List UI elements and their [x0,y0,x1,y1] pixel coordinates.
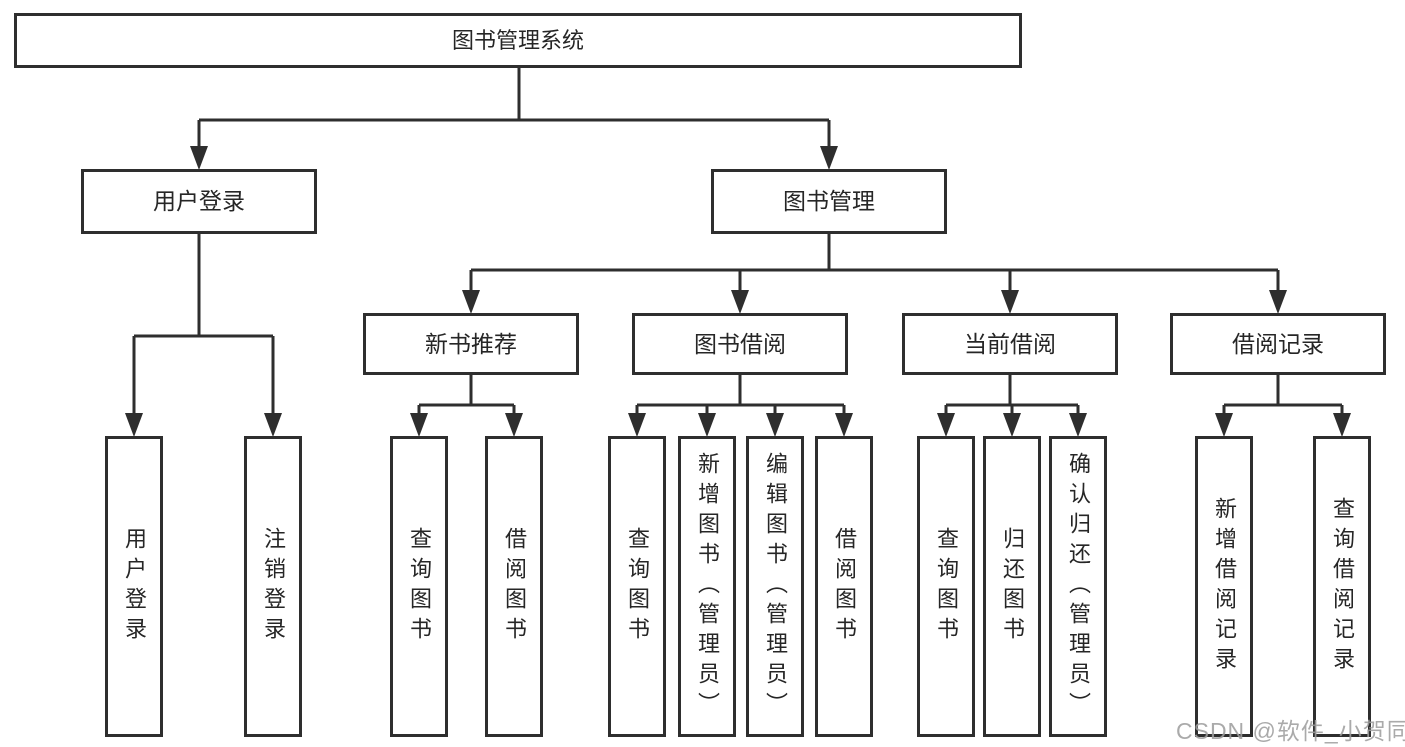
leaf-query-books-current: 查询图书 [917,436,975,737]
node-library-system: 图书管理系统 [14,13,1022,68]
arrowhead [835,413,853,437]
node-label: 查询图书 [407,526,432,647]
node-label: 借阅图书 [832,526,857,647]
node-label: 归还图书 [1000,526,1025,647]
node-label: 新书推荐 [425,330,517,357]
arrowhead [1333,413,1351,437]
leaf-borrow-books-borrow: 借阅图书 [815,436,873,737]
node-label: 查询借阅记录 [1330,496,1355,677]
node-label: 用户登录 [153,188,245,214]
node-user-login: 用户登录 [81,169,317,234]
arrowhead [820,146,838,170]
node-borrow-records: 借阅记录 [1170,313,1386,375]
leaf-borrow-books-recommend: 借阅图书 [485,436,543,737]
leaf-query-borrow-record: 查询借阅记录 [1313,436,1371,737]
leaf-query-books-borrow: 查询图书 [608,436,666,737]
leaf-add-book-admin: 新增图书（管理员） [678,436,736,737]
node-label: 图书借阅 [694,330,786,357]
node-label: 图书管理系统 [451,27,584,53]
leaf-query-books-recommend: 查询图书 [390,436,448,737]
leaf-return-books: 归还图书 [983,436,1041,737]
arrowhead [1215,413,1233,437]
node-label: 借阅图书 [502,526,527,647]
node-label: 新增图书（管理员） [695,451,720,722]
node-label: 图书管理 [783,188,875,214]
node-label: 编辑图书（管理员） [763,451,788,722]
arrowhead [410,413,428,437]
node-label: 查询图书 [625,526,650,647]
node-label: 确认归还（管理员） [1066,451,1091,722]
arrowhead [1003,413,1021,437]
arrowhead [628,413,646,437]
leaf-confirm-return-admin: 确认归还（管理员） [1049,436,1107,737]
node-new-book-recommend: 新书推荐 [363,313,579,375]
arrowhead [731,290,749,314]
node-current-borrow: 当前借阅 [902,313,1118,375]
node-book-borrow: 图书借阅 [632,313,848,375]
leaf-edit-book-admin: 编辑图书（管理员） [746,436,804,737]
arrowhead [698,413,716,437]
arrowhead [1001,290,1019,314]
csdn-watermark: CSDN @软件_小贺同学 [1176,718,1405,744]
node-label: 用户登录 [122,526,147,647]
arrowhead [1269,290,1287,314]
arrowhead [264,413,282,437]
node-book-management: 图书管理 [711,169,947,234]
leaf-logout-login: 注销登录 [244,436,302,737]
node-label: 借阅记录 [1232,330,1324,357]
arrowhead [125,413,143,437]
leaf-add-borrow-record: 新增借阅记录 [1195,436,1253,737]
node-label: 新增借阅记录 [1212,496,1237,677]
arrowhead [937,413,955,437]
arrowhead [462,290,480,314]
node-label: 当前借阅 [964,330,1056,357]
arrowhead [766,413,784,437]
arrowhead [505,413,523,437]
node-label: 查询图书 [934,526,959,647]
arrowhead [1069,413,1087,437]
node-label: 注销登录 [261,526,286,647]
leaf-user-login: 用户登录 [105,436,163,737]
arrowhead [190,146,208,170]
